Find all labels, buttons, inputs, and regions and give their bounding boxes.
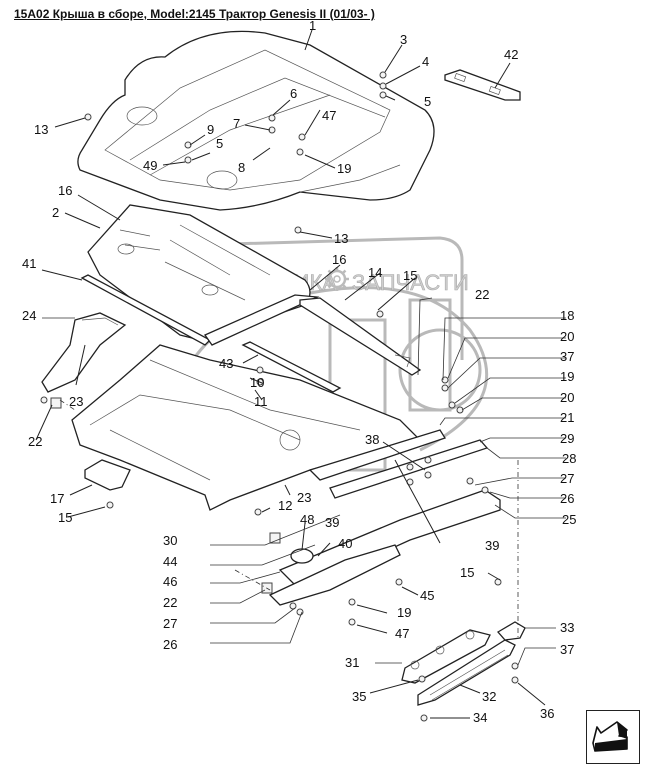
callout-39[interactable]: 39 <box>325 515 339 530</box>
callout-26[interactable]: 26 <box>560 491 574 506</box>
callout-18[interactable]: 18 <box>560 308 574 323</box>
gear-icon <box>325 267 349 291</box>
part-31-step-cover[interactable] <box>401 629 491 684</box>
callout-15[interactable]: 15 <box>58 510 72 525</box>
callout-22[interactable]: 22 <box>163 595 177 610</box>
callout-37[interactable]: 37 <box>560 349 574 364</box>
callout-23[interactable]: 23 <box>69 394 83 409</box>
part-roof-shell[interactable] <box>77 30 435 211</box>
callout-12[interactable]: 12 <box>278 498 292 513</box>
callout-5[interactable]: 5 <box>424 94 431 109</box>
callout-26[interactable]: 26 <box>163 637 177 652</box>
part-14-rail[interactable] <box>299 297 422 376</box>
part-step-bracket[interactable] <box>268 544 401 606</box>
callout-37[interactable]: 37 <box>560 642 574 657</box>
callout-47[interactable]: 47 <box>395 626 409 641</box>
callout-3[interactable]: 3 <box>400 32 407 47</box>
callout-39[interactable]: 39 <box>485 538 499 553</box>
callout-27[interactable]: 27 <box>163 616 177 631</box>
part-29-rail[interactable] <box>308 429 446 481</box>
callout-15[interactable]: 15 <box>403 268 417 283</box>
callout-41[interactable]: 41 <box>22 256 36 271</box>
callout-24[interactable]: 24 <box>22 308 36 323</box>
callout-28[interactable]: 28 <box>562 451 576 466</box>
callout-8[interactable]: 8 <box>238 160 245 175</box>
callout-19[interactable]: 19 <box>337 161 351 176</box>
callout-40[interactable]: 40 <box>338 536 352 551</box>
callout-17[interactable]: 17 <box>50 491 64 506</box>
callout-29[interactable]: 29 <box>560 431 574 446</box>
callout-labels: 1 3 4 5 42 6 7 47 13 9 5 49 8 19 16 2 13… <box>22 18 576 725</box>
callout-49[interactable]: 49 <box>143 158 157 173</box>
callout-27[interactable]: 27 <box>560 471 574 486</box>
callout-11[interactable]: 11 <box>254 394 268 409</box>
callout-13[interactable]: 13 <box>34 122 48 137</box>
callout-20[interactable]: 20 <box>560 390 574 405</box>
callout-38[interactable]: 38 <box>365 432 379 447</box>
part-42-bracket[interactable] <box>444 69 521 101</box>
callout-22[interactable]: 22 <box>475 287 489 302</box>
callout-5[interactable]: 5 <box>216 136 223 151</box>
callout-19[interactable]: 19 <box>560 369 574 384</box>
callout-7[interactable]: 7 <box>233 116 240 131</box>
callout-30[interactable]: 30 <box>163 533 177 548</box>
part-33-hinge[interactable] <box>496 621 526 641</box>
callout-34[interactable]: 34 <box>473 710 487 725</box>
callout-44[interactable]: 44 <box>163 554 177 569</box>
callout-9[interactable]: 9 <box>207 122 214 137</box>
part-43-strip[interactable] <box>241 341 342 393</box>
callout-35[interactable]: 35 <box>352 689 366 704</box>
callout-2[interactable]: 2 <box>52 205 59 220</box>
callout-48[interactable]: 48 <box>300 512 314 527</box>
callout-46[interactable]: 46 <box>163 574 177 589</box>
callout-20[interactable]: 20 <box>560 329 574 344</box>
part-48-plate[interactable] <box>290 548 314 564</box>
arrow-back-icon <box>592 721 628 752</box>
callout-15[interactable]: 15 <box>460 565 474 580</box>
callout-6[interactable]: 6 <box>290 86 297 101</box>
callout-43[interactable]: 43 <box>219 356 233 371</box>
callout-10[interactable]: 10 <box>250 375 264 390</box>
part-2-frame[interactable] <box>87 204 311 341</box>
alignment-lines <box>59 399 519 640</box>
callout-21[interactable]: 21 <box>560 410 574 425</box>
callout-47[interactable]: 47 <box>322 108 336 123</box>
callout-1[interactable]: 1 <box>309 18 316 33</box>
callout-23[interactable]: 23 <box>297 490 311 505</box>
callout-16[interactable]: 16 <box>332 252 346 267</box>
page-title: 15A02 Крыша в сборе, Model:2145 Трактор … <box>14 7 375 21</box>
callout-13[interactable]: 13 <box>334 231 348 246</box>
callout-25[interactable]: 25 <box>562 512 576 527</box>
callout-45[interactable]: 45 <box>420 588 434 603</box>
callout-32[interactable]: 32 <box>482 689 496 704</box>
back-navigation-button[interactable] <box>586 710 640 764</box>
callout-16[interactable]: 16 <box>58 183 72 198</box>
callout-22[interactable]: 22 <box>28 434 42 449</box>
callout-19[interactable]: 19 <box>397 605 411 620</box>
callout-42[interactable]: 42 <box>504 47 518 62</box>
callout-4[interactable]: 4 <box>422 54 429 69</box>
callout-36[interactable]: 36 <box>540 706 554 721</box>
callout-33[interactable]: 33 <box>560 620 574 635</box>
leader-lines <box>35 29 566 719</box>
callout-31[interactable]: 31 <box>345 655 359 670</box>
part-16-rail[interactable] <box>204 294 320 346</box>
callout-14[interactable]: 14 <box>368 265 382 280</box>
part-17-bracket[interactable] <box>84 459 131 491</box>
